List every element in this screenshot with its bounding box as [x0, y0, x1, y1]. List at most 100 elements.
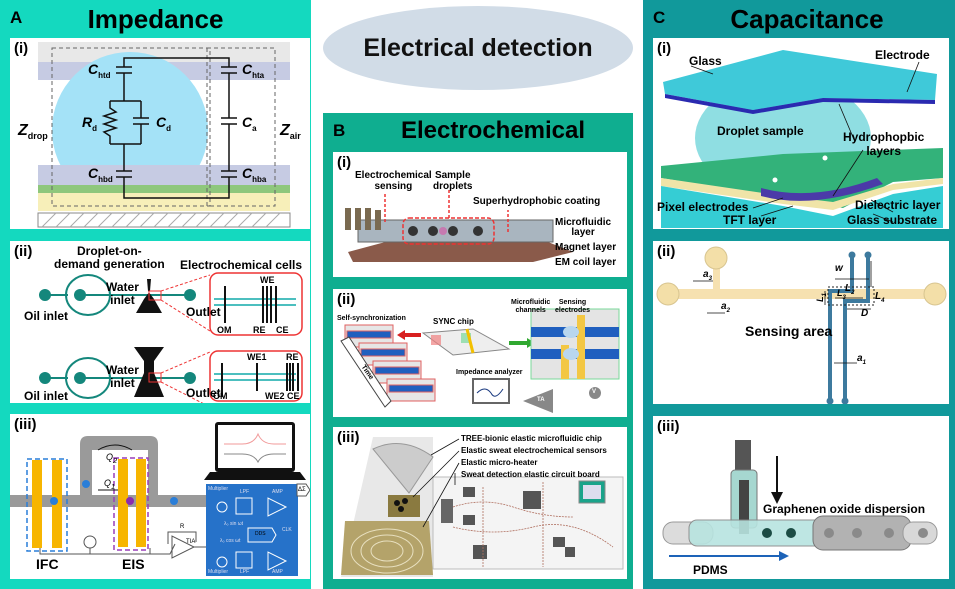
coplanar-electrode-layout	[656, 246, 947, 404]
we1-label: WE1	[247, 352, 267, 362]
panel-a-ii-label: (ii)	[14, 243, 33, 260]
eis-ifc-schematic	[10, 422, 310, 576]
panel-b-ii: (ii) Self-synchronization S	[333, 289, 627, 417]
re-label-2: RE	[286, 352, 299, 362]
a3-label: a3	[703, 269, 712, 282]
c-hbd-label: Chbd	[88, 165, 113, 184]
c-d-label: Cd	[156, 114, 172, 133]
em-coil-layer-label: EM coil layer	[555, 257, 617, 268]
panel-a-letter: A	[10, 8, 23, 27]
cos-label: λ₀ cos ωt	[220, 538, 241, 544]
w-label: w	[835, 263, 843, 274]
sync-chip-schematic	[340, 308, 620, 413]
panel-c-capacitance: C Capacitance (i) Glass Electrode Drople…	[643, 0, 955, 589]
electrochemical-cells-label: Electrochemical cells	[180, 258, 303, 272]
pixel-electrodes-label: Pixel electrodes	[657, 200, 749, 214]
outlet-label-1: Outlet	[186, 305, 221, 319]
impedance-analyzer-label: Impedance analyzer	[456, 369, 523, 376]
multiplier-label-top: Multiplier	[208, 486, 229, 492]
sync-chip-label: SYNC chip	[433, 317, 474, 326]
panel-b-i-label: (i)	[337, 154, 352, 171]
tia-label: TIA	[186, 539, 196, 545]
amp-label-bottom: AMP	[272, 569, 283, 575]
ce-label-1: CE	[276, 325, 289, 335]
panel-a-iii: (iii) Q2 Q1 R TIA Multiplier	[10, 414, 310, 579]
self-synchronization-label: Self-synchronization	[337, 315, 406, 322]
c-htd-label: Chtd	[88, 61, 111, 80]
z-air-label: Zair	[280, 122, 301, 142]
c-a-label: Ca	[242, 114, 257, 133]
graphene-oxide-label: Graphenen oxide dispersion	[763, 502, 926, 516]
panel-a-i-label: (i)	[14, 40, 29, 57]
substrate-hatched	[37, 212, 291, 228]
glass-substrate-label: Glass substrate	[847, 213, 938, 227]
q2-label: Q2	[106, 452, 118, 465]
electrode-label: Electrode	[875, 48, 930, 62]
a1-label: a1	[857, 353, 866, 366]
lpf-label-bottom: LPF	[240, 569, 250, 575]
electrical-detection-oval: Electrical detection	[323, 6, 633, 90]
a2-label: a2	[721, 301, 730, 314]
z-drop-box	[51, 47, 211, 207]
amp-label-top: AMP	[272, 489, 283, 495]
q1-label: Q1	[104, 478, 116, 491]
panel-c-i: (i) Glass Electrode Droplet sample Hydro…	[653, 38, 949, 229]
panel-b-letter: B	[333, 121, 346, 140]
d-label: D	[861, 308, 869, 319]
droplet-capillary-device	[662, 440, 938, 561]
ifc-label: IFC	[36, 556, 59, 572]
pdms-label: PDMS	[693, 563, 728, 577]
tft-layer-label: TFT layer	[723, 213, 777, 227]
eis-label: EIS	[122, 556, 145, 572]
outlet-label-2: Outlet	[186, 386, 221, 400]
multiplier-label-bottom: Multiplier	[208, 569, 229, 575]
panel-a-i: Zdrop Zair Chtd Chta Rd Cd Ca Chbd Chba …	[10, 38, 310, 229]
panel-c-letter: C	[653, 8, 666, 27]
panel-c-iii-label: (iii)	[657, 418, 680, 435]
l1-label: L1	[815, 292, 828, 302]
circuit-wires	[101, 57, 237, 199]
re-label-1: RE	[253, 325, 266, 335]
magnet-layer-label: Magnet layer	[555, 242, 617, 253]
droplet-chip-schematic	[39, 272, 303, 403]
center-title: Electrical detection	[363, 33, 593, 62]
v-label: V	[592, 389, 597, 395]
c-hta-label: Chta	[242, 61, 265, 80]
dielectric-layer-label: Dielectric layer	[855, 198, 941, 212]
b-iii-callouts: TREE-bionic elastic microfluidic chip El…	[461, 433, 607, 481]
panel-a-iii-label: (iii)	[14, 416, 37, 433]
l4-label: L4	[875, 291, 885, 304]
sin-label: λ₀ sin ωt	[224, 521, 244, 527]
droplet-generation-label: Droplet-on-demand generation	[54, 244, 165, 271]
dds-label: DDS	[255, 531, 266, 537]
top-glass-layer	[38, 42, 290, 62]
l3-label: L3	[837, 288, 846, 301]
green-layer	[38, 185, 290, 193]
sensing-area-label: Sensing area	[745, 323, 833, 339]
oil-inlet-label-2: Oil inlet	[24, 389, 69, 403]
yellow-layer	[38, 193, 290, 211]
lpf-label-top: LPF	[240, 489, 250, 495]
om-label-2: OM	[213, 391, 228, 401]
we2-ce-label: WE2 CE	[265, 391, 300, 401]
glass-label: Glass	[689, 54, 722, 68]
we-label: WE	[260, 275, 275, 285]
panel-c-iii: (iii) Graphenen oxide dispersion PDMS	[653, 416, 949, 579]
z-drop-label: Zdrop	[18, 122, 48, 142]
magnetic-droplet-platform	[345, 190, 573, 262]
droplet-sample-label: Droplet sample	[717, 124, 804, 138]
panel-a-ii: (ii) Droplet-on-demand generation Electr…	[10, 241, 310, 403]
oil-inlet-label-1: Oil inlet	[24, 309, 69, 323]
circuit-diagram	[37, 42, 291, 228]
callout-sweat-sensors: Elastic sweat electrochemical sensors	[461, 446, 607, 455]
callout-tree-bionic-chip: TREE-bionic elastic microfluidic chip	[461, 434, 602, 443]
callout-micro-heater: Elastic micro-heater	[461, 458, 538, 467]
panel-a-title: Impedance	[87, 4, 224, 34]
